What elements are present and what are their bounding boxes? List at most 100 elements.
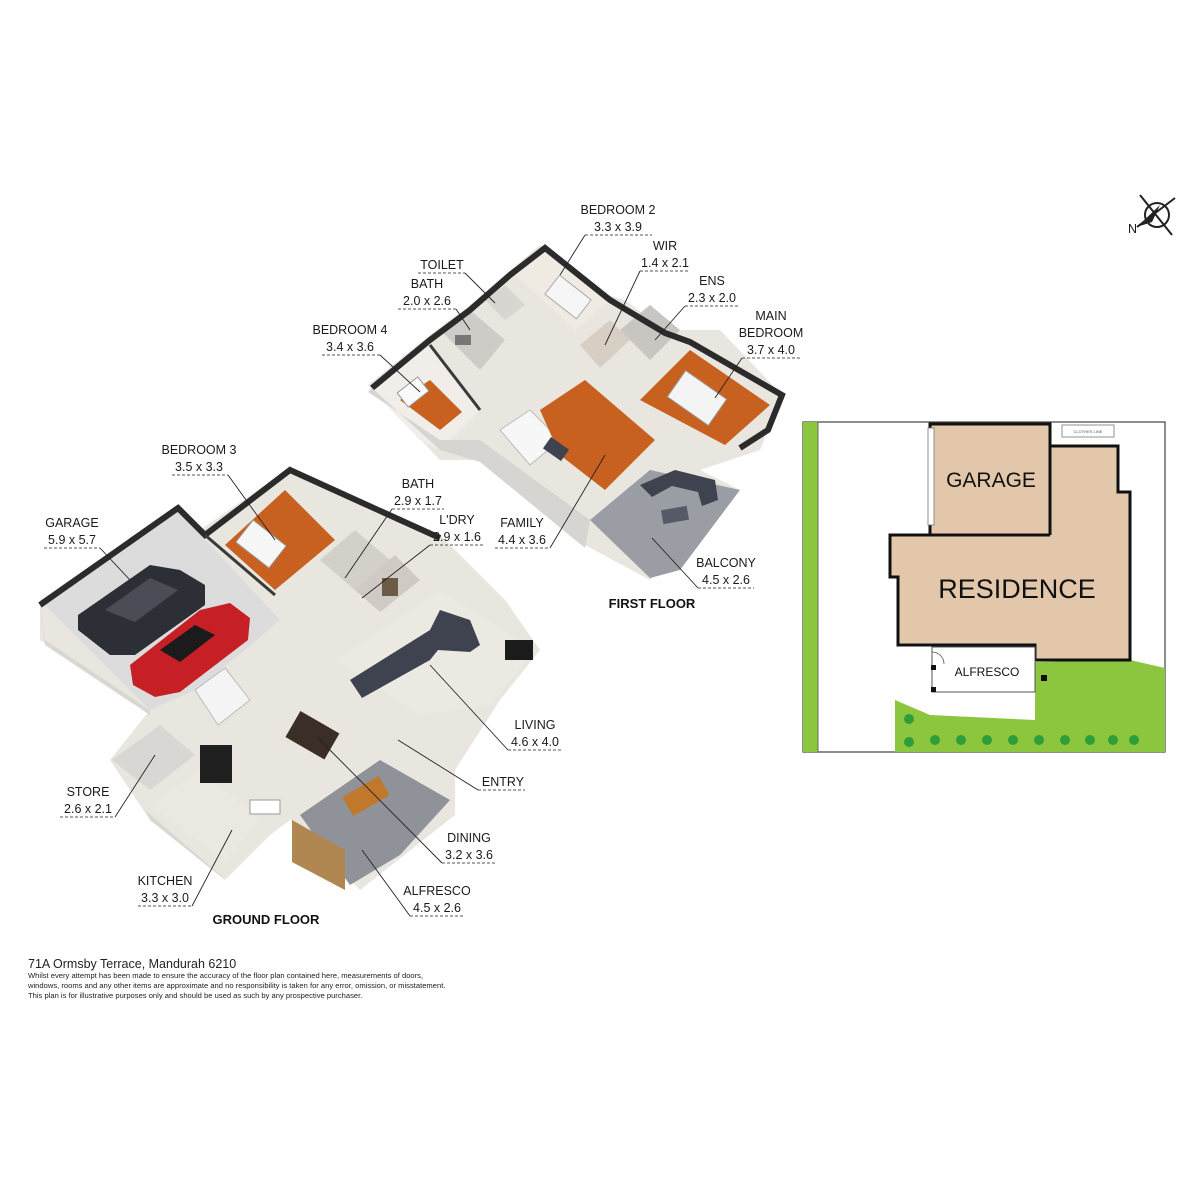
- ground-floor-inner-walls: [204, 533, 276, 597]
- ground-floor-title: GROUND FLOOR: [213, 912, 320, 927]
- size-dining: 3.2 x 3.6: [445, 848, 493, 862]
- disclaimer-line-2: windows, rooms and any other items are a…: [28, 981, 446, 990]
- site-rear-lawn: [1035, 660, 1165, 710]
- bedroom-3-room: [225, 490, 335, 590]
- label-bedroom-2: BEDROOM 2: [580, 203, 655, 217]
- label-kitchen: KITCHEN: [138, 874, 193, 888]
- alfresco-table: [342, 775, 390, 817]
- ground-stair: [194, 667, 251, 726]
- size-kitchen: 3.3 x 3.0: [141, 891, 189, 905]
- bedroom-2-bed: [544, 274, 592, 320]
- first-floor-labels: BEDROOM 2 3.3 x 3.9 WIR 1.4 x 2.1 TOILET…: [312, 203, 803, 611]
- kitchen-bench: [249, 799, 281, 815]
- property-address: 71A Ormsby Terrace, Mandurah 6210: [28, 957, 237, 971]
- leader-kitchen: [191, 829, 233, 907]
- first-floor-outer-wall: [370, 244, 786, 451]
- disclaimer-line-3: This plan is for illustrative purposes o…: [28, 991, 363, 1000]
- size-balcony: 4.5 x 2.6: [702, 573, 750, 587]
- toilet-room: [485, 285, 525, 320]
- alfresco-timber-screen: [292, 820, 345, 890]
- leader-alfresco: [361, 849, 411, 917]
- leader-wir: [604, 270, 641, 346]
- clothesline-label: CLOTHES LINE: [1074, 429, 1103, 434]
- leader-balcony: [651, 537, 699, 589]
- site-garage-label: GARAGE: [946, 469, 1036, 492]
- upper-bath-room: [440, 310, 505, 370]
- label-entry: ENTRY: [482, 775, 525, 789]
- alfresco-post-2: [931, 687, 936, 692]
- main-bedroom-bed: [666, 369, 728, 427]
- leader-family: [549, 454, 606, 549]
- label-dining: DINING: [447, 831, 491, 845]
- size-upper-bath: 2.0 x 2.6: [403, 294, 451, 308]
- site-plan: CLOTHES LINE GARAGE RESIDENCE ALFRESCO: [802, 421, 1166, 753]
- label-main-bedroom-1: MAIN: [755, 309, 786, 323]
- site-residence-label: RESIDENCE: [938, 574, 1096, 604]
- kitchen-fridge: [200, 745, 232, 783]
- leader-living: [429, 664, 509, 751]
- label-upper-bath: BATH: [411, 277, 443, 291]
- leader-upper-bath: [455, 308, 471, 331]
- kitchen-floor: [150, 770, 260, 860]
- label-store: STORE: [67, 785, 110, 799]
- size-living: 4.6 x 4.0: [511, 735, 559, 749]
- laundry-machine: [382, 578, 398, 596]
- leader-garage: [99, 547, 131, 581]
- size-store: 2.6 x 2.1: [64, 802, 112, 816]
- north-arrow-icon: N: [1128, 194, 1176, 236]
- family-sofa: [542, 436, 570, 462]
- label-family: FAMILY: [500, 516, 544, 530]
- leader-lower-bath: [344, 508, 393, 579]
- leader-bedroom-4: [379, 354, 421, 393]
- disclaimer-line-1: Whilst every attempt has been made to en…: [28, 971, 424, 980]
- site-shrubs: [904, 714, 1139, 747]
- label-bedroom-3: BEDROOM 3: [161, 443, 236, 457]
- site-alfresco-label: ALFRESCO: [955, 665, 1020, 679]
- leader-bedroom-2: [559, 234, 586, 276]
- dining-table: [285, 711, 340, 760]
- label-garage: GARAGE: [45, 516, 99, 530]
- label-balcony: BALCONY: [696, 556, 756, 570]
- label-laundry: L'DRY: [439, 513, 475, 527]
- size-garage: 5.9 x 5.7: [48, 533, 96, 547]
- size-alfresco: 4.5 x 2.6: [413, 901, 461, 915]
- clothesline: [1061, 424, 1115, 438]
- upper-bath-vanity: [455, 335, 471, 345]
- label-ens: ENS: [699, 274, 725, 288]
- ensuite-room: [620, 305, 680, 360]
- size-bedroom-2: 3.3 x 3.9: [594, 220, 642, 234]
- balcony-ottoman: [660, 505, 690, 525]
- label-main-bedroom-2: BEDROOM: [739, 326, 804, 340]
- site-alfresco-area: [931, 646, 1036, 693]
- size-bedroom-3: 3.5 x 3.3: [175, 460, 223, 474]
- compass-north-label: N: [1128, 222, 1137, 236]
- leader-bedroom-3: [227, 474, 276, 541]
- size-ens: 2.3 x 2.0: [688, 291, 736, 305]
- ground-floor-plan: [38, 466, 540, 890]
- garage-door-strip: [927, 427, 935, 526]
- site-left-lawn: [803, 422, 818, 752]
- balcony-sofa: [640, 470, 718, 506]
- size-laundry: 2.9 x 1.6: [433, 530, 481, 544]
- size-wir: 1.4 x 2.1: [641, 256, 689, 270]
- leader-laundry: [361, 544, 431, 599]
- label-living: LIVING: [515, 718, 556, 732]
- site-meter: [1041, 675, 1047, 681]
- first-floor-wall-faces: [368, 388, 590, 548]
- leader-store: [114, 754, 156, 818]
- size-bedroom-4: 3.4 x 3.6: [326, 340, 374, 354]
- leader-ens: [654, 305, 686, 341]
- ground-floor-wall-faces-front: [145, 810, 225, 880]
- living-tv-unit: [505, 640, 533, 660]
- ground-floor-wall-faces: [40, 605, 150, 715]
- garage-suv-roof: [105, 578, 178, 622]
- label-toilet: TOILET: [420, 258, 464, 272]
- label-wir: WIR: [653, 239, 677, 253]
- size-lower-bath: 2.9 x 1.7: [394, 494, 442, 508]
- family-room-floor: [540, 380, 655, 490]
- bedroom-4-bed: [396, 376, 430, 408]
- ground-floor-labels: BEDROOM 3 3.5 x 3.3 BATH 2.9 x 1.7 L'DRY…: [44, 443, 562, 927]
- alfresco-post-1: [931, 665, 936, 670]
- size-family: 4.4 x 3.6: [498, 533, 546, 547]
